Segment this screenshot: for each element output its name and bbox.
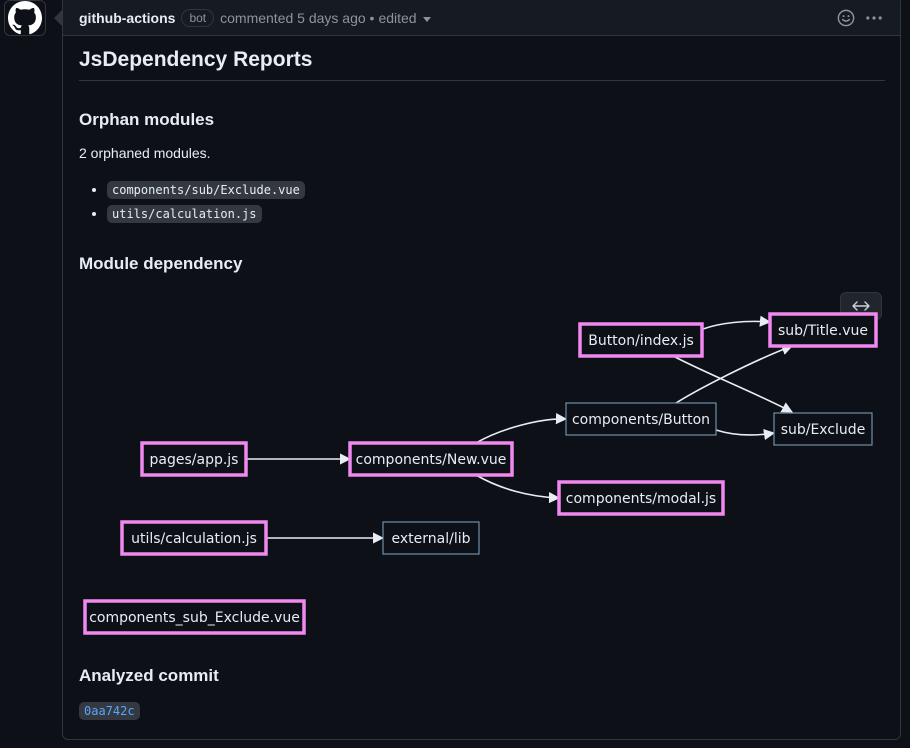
orphan-list: components/sub/Exclude.vue utils/calcula… — [79, 177, 305, 225]
graph-node-label: utils/calculation.js — [131, 531, 257, 547]
chevron-down-icon — [422, 17, 431, 22]
github-mark-icon — [8, 1, 42, 35]
graph-node-box — [120, 520, 268, 556]
graph-node-label: Button/index.js — [588, 333, 694, 349]
graph-node-box — [140, 441, 248, 477]
graph-node-label: sub/Exclude — [781, 422, 866, 438]
graph-edge-components-button-to-sub-title — [675, 344, 794, 404]
graph-node-box — [565, 402, 717, 436]
graph-node-label: pages/app.js — [150, 452, 239, 468]
list-item: components/sub/Exclude.vue — [107, 177, 305, 201]
orphan-heading: Orphan modules — [79, 110, 215, 129]
dependency-graph: Button/index.js sub/Title.vue components/B… — [62, 288, 900, 658]
smiley-icon[interactable] — [836, 8, 856, 28]
graph-node-label: components/New.vue — [356, 452, 507, 468]
arrows-horizontal-icon — [852, 301, 870, 311]
graph-node-label: components/Button — [572, 412, 710, 428]
comment-author[interactable]: github-actions — [79, 10, 176, 26]
graph-node-external-lib: external/lib — [382, 521, 480, 555]
bot-badge: bot — [181, 9, 215, 27]
graph-edge-button-index-to-sub-exclude — [674, 356, 793, 413]
graph-node-utils-calculation: utils/calculation.js — [120, 520, 268, 556]
graph-node-components-sub-exclude: components_sub_Exclude.vue — [83, 599, 306, 635]
edited-label: edited — [378, 10, 417, 26]
graph-node-label: sub/Title.vue — [778, 323, 868, 339]
graph-node-label: external/lib — [392, 531, 471, 547]
graph-node-box — [773, 412, 873, 446]
graph-node-box — [557, 480, 725, 516]
orphan-module: utils/calculation.js — [107, 205, 262, 223]
comment-meta: commented 5 days ago • — [220, 10, 375, 26]
graph-node-label: components_sub_Exclude.vue — [89, 610, 300, 626]
graph-node-sub-exclude: sub/Exclude — [773, 412, 873, 446]
graph-node-pages-app: pages/app.js — [140, 441, 248, 477]
graph-node-button-index: Button/index.js — [578, 322, 704, 358]
comment-pointer — [54, 10, 62, 26]
graph-node-box — [83, 599, 306, 635]
report-title: JsDependency Reports — [79, 48, 885, 81]
orphan-count-text: 2 orphaned modules. — [79, 145, 211, 161]
graph-node-box — [382, 521, 480, 555]
graph-node-box — [348, 441, 514, 477]
edited-dropdown[interactable]: edited — [378, 10, 431, 26]
graph-edge-button-index-to-sub-title — [702, 315, 772, 330]
commit-link[interactable]: 0aa742c — [79, 702, 140, 720]
dependency-graph-svg: Button/index.js sub/Title.vue components/B… — [83, 312, 878, 635]
graph-edge-components-new-to-components-button — [475, 413, 568, 444]
graph-node-components-modal: components/modal.js — [557, 480, 725, 516]
graph-node-components-new: components/New.vue — [348, 441, 514, 477]
graph-node-components-button: components/Button — [565, 402, 717, 436]
graph-node-box — [578, 322, 704, 358]
graph-node-sub-title: sub/Title.vue — [768, 312, 878, 348]
comment-header: github-actions bot commented 5 days ago … — [63, 0, 900, 36]
graph-edge-components-button-to-sub-exclude — [715, 429, 776, 441]
graph-node-box — [768, 312, 878, 348]
analyzed-commit-heading: Analyzed commit — [79, 666, 219, 685]
graph-node-label: components/modal.js — [566, 491, 716, 507]
github-avatar[interactable] — [4, 0, 46, 36]
graph-edge-components-new-to-components-modal — [475, 474, 561, 504]
dependency-heading: Module dependency — [79, 254, 243, 273]
kebab-menu-icon[interactable] — [864, 8, 884, 28]
orphan-module: components/sub/Exclude.vue — [107, 181, 305, 199]
list-item: utils/calculation.js — [107, 201, 305, 225]
